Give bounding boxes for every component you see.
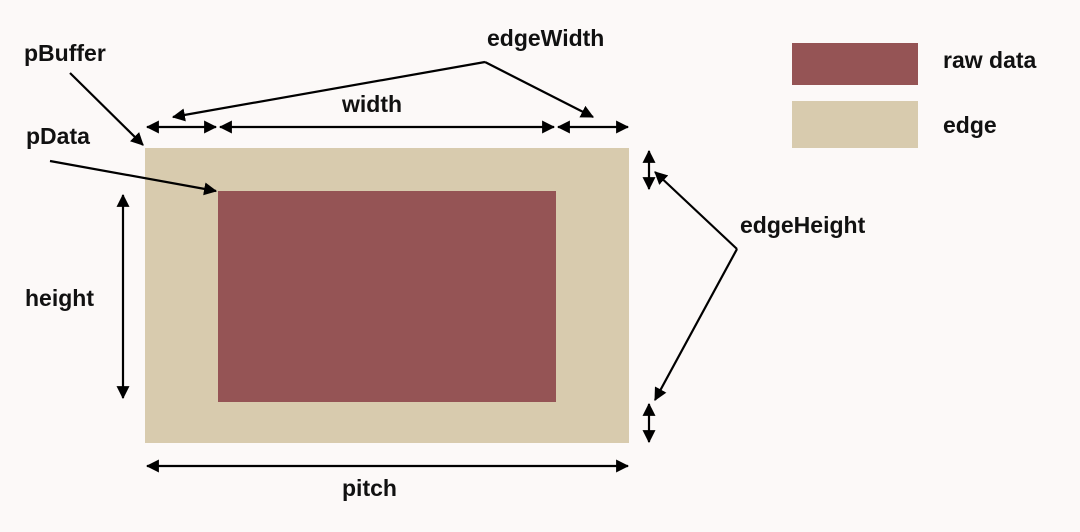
- legend-swatch-edge: [792, 101, 918, 148]
- legend-label-raw-data: raw data: [943, 47, 1037, 73]
- raw-data-region: [218, 191, 556, 402]
- pdata-pointer: [49, 159, 218, 196]
- pdata-label: pData: [26, 123, 90, 149]
- edge-width-label: edgeWidth: [487, 25, 604, 51]
- legend-swatch-raw-data: [792, 43, 918, 85]
- legend-label-edge: edge: [943, 112, 997, 138]
- pitch-label: pitch: [342, 475, 397, 501]
- height-label: height: [25, 285, 94, 311]
- edge-height-label: edgeHeight: [740, 212, 866, 238]
- edge-height-callout-bottom: [654, 248, 738, 401]
- edge-width-callout-left: [171, 60, 486, 122]
- edge-height-callout-top: [654, 171, 738, 250]
- edge-width-callout-right: [484, 61, 594, 118]
- pbuffer-pointer: [69, 72, 144, 146]
- width-label: width: [341, 91, 402, 117]
- pbuffer-label: pBuffer: [24, 40, 106, 66]
- legend: raw data edge: [792, 43, 1037, 148]
